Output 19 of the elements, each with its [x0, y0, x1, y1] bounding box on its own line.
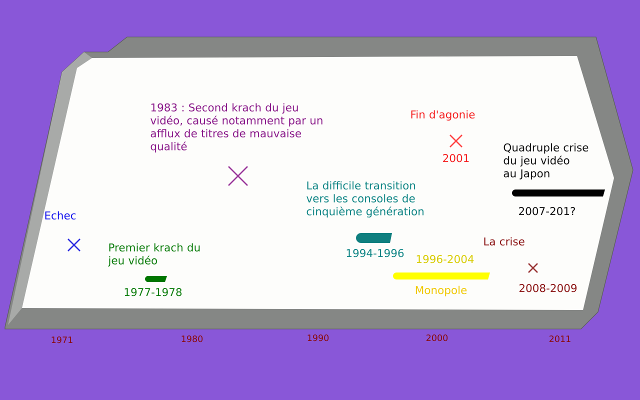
- event-label: La difficile transition vers les consoles de cinquième génération: [306, 181, 424, 218]
- date-label: 2007-201?: [519, 207, 575, 216]
- event-label: La crise: [484, 237, 524, 246]
- event-label: Premier krach du jeu vidéo: [108, 243, 200, 267]
- event-label: Fin d'agonie: [411, 110, 475, 121]
- axis-year-label: 1971: [52, 336, 72, 344]
- date-label: 1996-2004: [416, 255, 474, 264]
- axis-year-label: 2011: [550, 336, 570, 342]
- date-label: 1994-1996: [346, 249, 404, 258]
- date-label: 2008-2009: [519, 284, 577, 292]
- date-label: 2001: [443, 154, 469, 162]
- event-label: 1983 : Second krach du jeu vidéo, causé notamment par un afflux de titres de mauvaise qualité: [150, 103, 322, 152]
- axis-year-label: 1980: [182, 336, 203, 342]
- event-label: Quadruple crise du jeu vidéo au Japon: [504, 143, 588, 180]
- date-label: 1977-1978: [124, 288, 182, 296]
- axis-year-label: 1990: [308, 334, 329, 342]
- event-label: Echec: [45, 211, 76, 220]
- axis-year-label: 2000: [426, 334, 448, 342]
- event-label: Monopole: [416, 286, 467, 296]
